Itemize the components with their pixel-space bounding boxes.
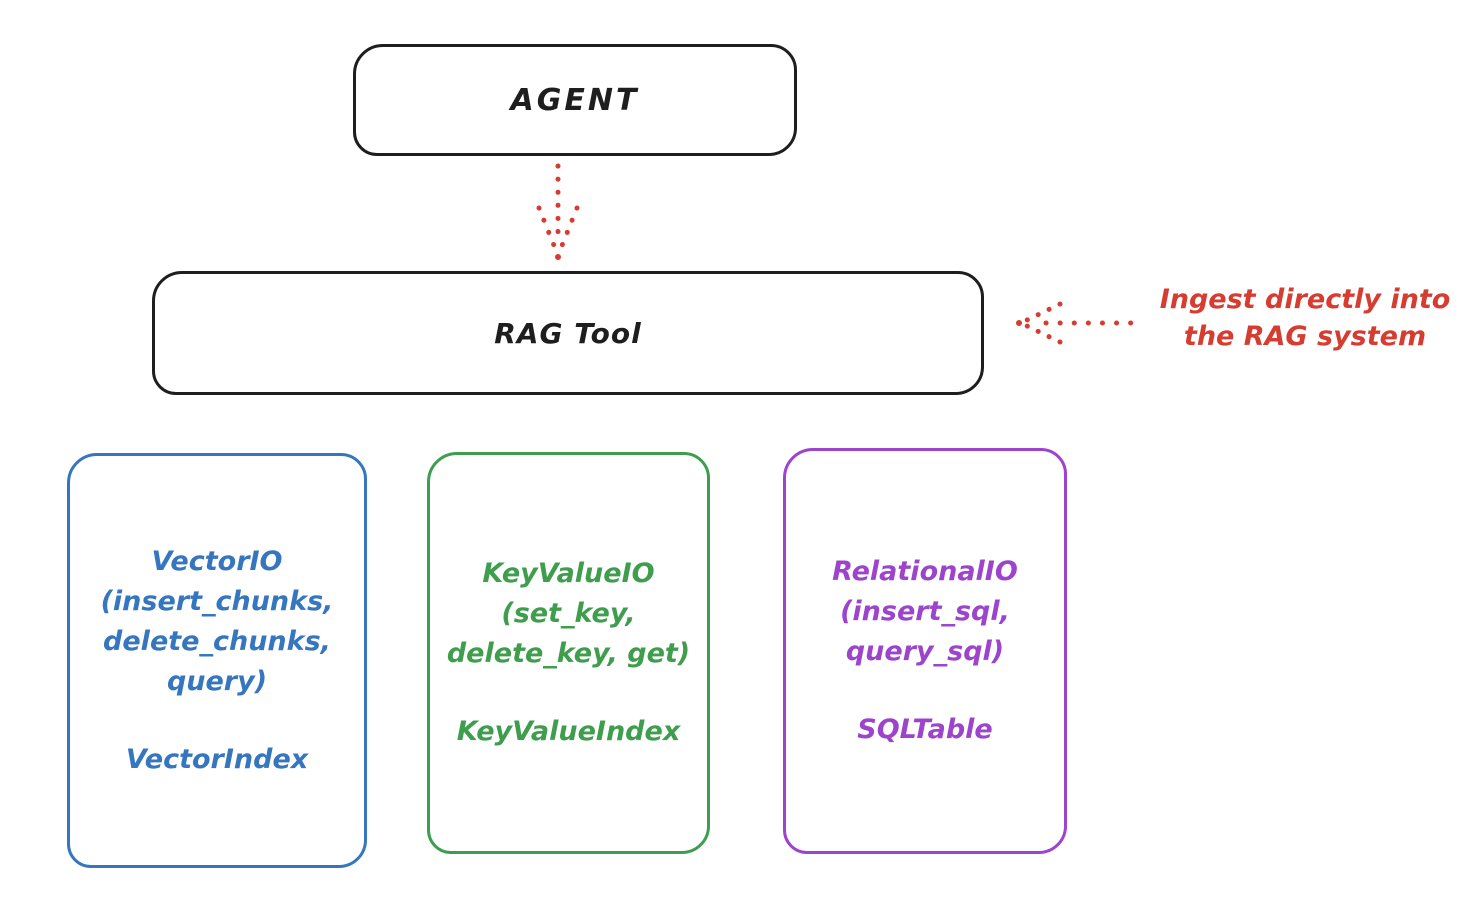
node-key-value-io: KeyValueIO (set_key, delete_key, get) Ke… <box>427 452 710 854</box>
agent-to-rag-arrow-tip <box>555 254 561 260</box>
key-value-index-label: KeyValueIndex <box>456 716 681 747</box>
vector-index-label: VectorIndex <box>125 743 309 775</box>
agent-to-rag-arrowhead-right <box>558 205 580 251</box>
vector-io-lines: VectorIO (insert_chunks, delete_chunks, … <box>101 542 334 702</box>
node-rag-tool: RAG Tool <box>152 271 984 395</box>
key-value-io-lines: KeyValueIO (set_key, delete_key, get) <box>447 554 690 674</box>
ingest-annotation-line-2: the RAG system <box>1183 321 1427 352</box>
node-agent-label: AGENT <box>510 82 640 118</box>
annotation-arrow-tip <box>1016 320 1022 326</box>
annotation-arrowhead-bottom <box>1022 322 1063 345</box>
relational-io-line-3: query_sql) <box>845 636 1005 667</box>
key-value-io-line-1: KeyValueIO <box>482 558 655 589</box>
relational-io-line-1: RelationalIO <box>832 556 1018 587</box>
key-value-io-line-2: (set_key, <box>501 598 636 629</box>
node-rag-tool-label: RAG Tool <box>494 316 642 350</box>
sql-table-label: SQLTable <box>857 714 993 745</box>
node-agent: AGENT <box>353 44 797 156</box>
ingest-annotation-line-1: Ingest directly into <box>1159 284 1451 315</box>
ingest-annotation: Ingest directly into the RAG system <box>1140 281 1470 355</box>
relational-io-line-2: (insert_sql, <box>840 596 1010 627</box>
relational-io-lines: RelationalIO (insert_sql, query_sql) <box>832 552 1018 672</box>
node-relational-io: RelationalIO (insert_sql, query_sql) SQL… <box>783 448 1067 854</box>
vector-io-line-4: query) <box>166 665 268 697</box>
vector-io-line-2: (insert_chunks, <box>100 585 334 617</box>
vector-io-line-3: delete_chunks, <box>103 625 331 657</box>
annotation-arrowhead-top <box>1022 301 1063 324</box>
vector-io-line-1: VectorIO <box>151 545 283 577</box>
annotation-to-rag-arrow <box>1016 301 1135 345</box>
node-vector-io: VectorIO (insert_chunks, delete_chunks, … <box>67 453 367 868</box>
agent-to-rag-arrowhead-left <box>536 205 558 251</box>
agent-to-rag-arrow <box>536 163 580 260</box>
key-value-io-line-3: delete_key, get) <box>446 638 691 669</box>
